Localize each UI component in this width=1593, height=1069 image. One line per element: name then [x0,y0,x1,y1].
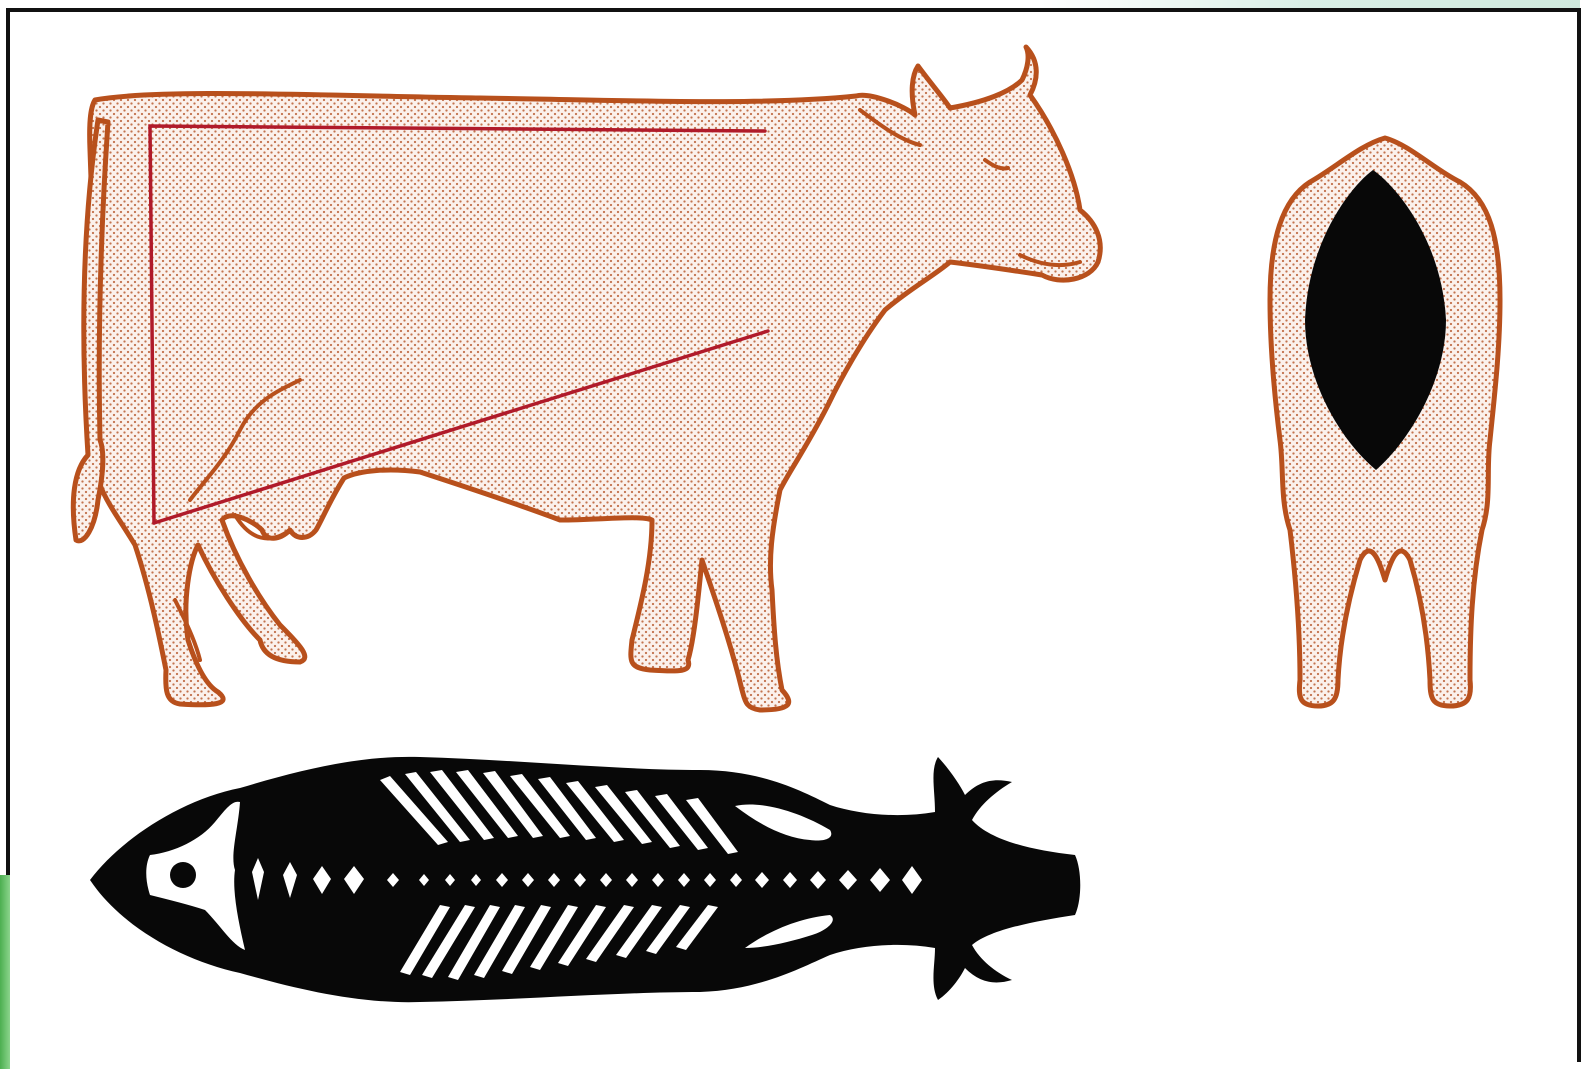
cow-rear-view [1270,138,1500,706]
cow-side-silhouette [90,47,1101,710]
cow-side-view [73,47,1100,710]
pelvis-socket [170,862,196,888]
cow-top-view [90,757,1080,1002]
